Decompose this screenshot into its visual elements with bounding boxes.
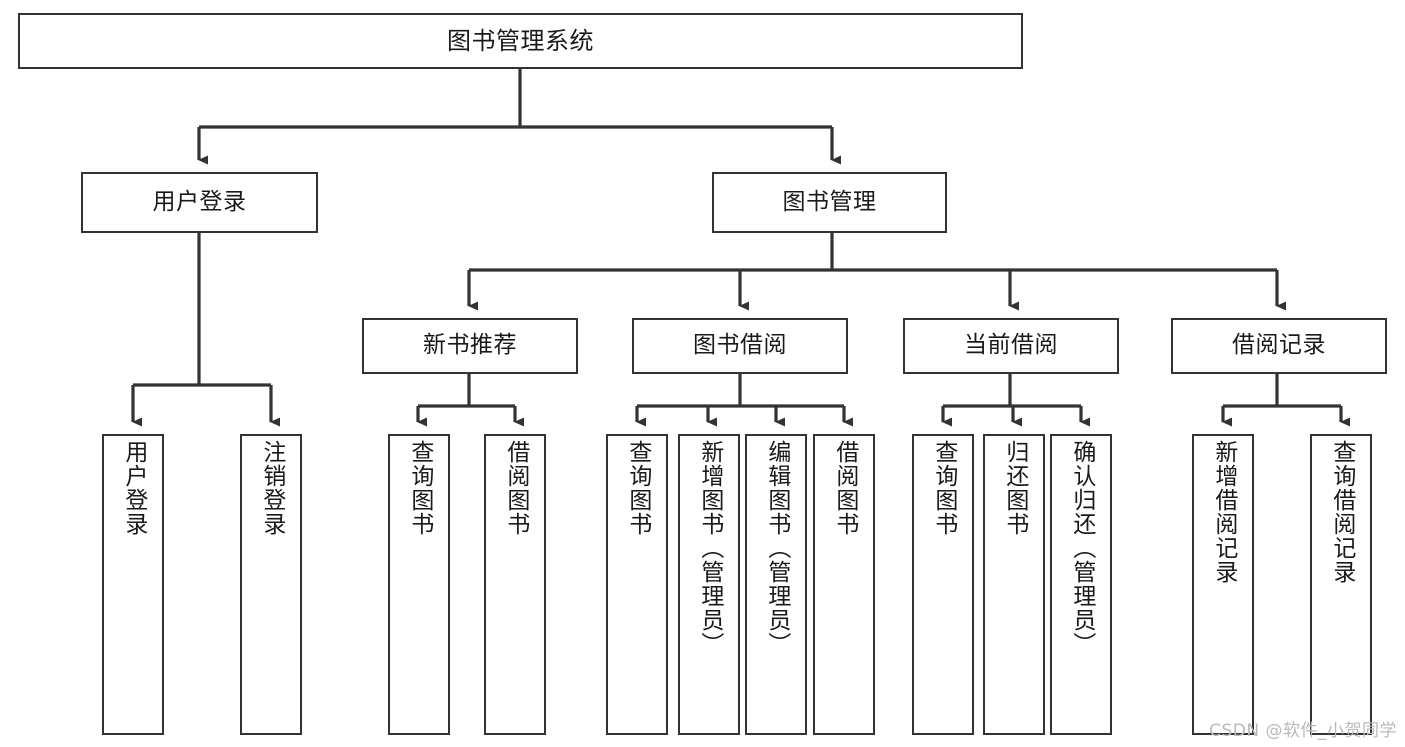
node-new-book-recommend[interactable]: 新书推荐: [362, 318, 578, 374]
node-leaf-borrow-book-2[interactable]: 借阅图书: [813, 434, 875, 735]
node-borrow-record-label: 借阅记录: [1232, 332, 1326, 359]
node-leaf-logout-login-label: 注销登录: [258, 440, 285, 536]
node-leaf-logout-login[interactable]: 注销登录: [240, 434, 302, 735]
node-leaf-borrow-book-1[interactable]: 借阅图书: [484, 434, 546, 735]
node-current-borrow[interactable]: 当前借阅: [903, 318, 1119, 374]
node-leaf-query-book-1[interactable]: 查询图书: [388, 434, 450, 735]
node-current-borrow-label: 当前借阅: [964, 332, 1058, 359]
node-book-manage[interactable]: 图书管理: [712, 172, 947, 233]
node-root[interactable]: 图书管理系统: [18, 13, 1023, 69]
node-leaf-add-borrow-record-label: 新增借阅记录: [1210, 440, 1237, 584]
node-leaf-add-book[interactable]: 新增图书（管理员）: [678, 434, 740, 735]
node-new-book-recommend-label: 新书推荐: [423, 332, 517, 359]
node-leaf-borrow-book-1-label: 借阅图书: [502, 440, 529, 536]
node-leaf-query-book-1-label: 查询图书: [406, 440, 433, 536]
node-root-label: 图书管理系统: [447, 26, 594, 55]
node-book-borrow-label: 图书借阅: [693, 332, 787, 359]
node-leaf-query-book-2[interactable]: 查询图书: [606, 434, 668, 735]
node-leaf-confirm-return-label: 确认归还（管理员）: [1068, 440, 1095, 656]
node-leaf-user-login[interactable]: 用户登录: [102, 434, 164, 735]
node-leaf-edit-book[interactable]: 编辑图书（管理员）: [745, 434, 807, 735]
node-leaf-add-book-label: 新增图书（管理员）: [696, 440, 723, 656]
node-leaf-query-book-2-label: 查询图书: [624, 440, 651, 536]
node-user-login[interactable]: 用户登录: [81, 172, 318, 233]
node-leaf-query-borrow-record-label: 查询借阅记录: [1328, 440, 1355, 584]
node-borrow-record[interactable]: 借阅记录: [1171, 318, 1387, 374]
node-leaf-user-login-label: 用户登录: [120, 440, 147, 536]
node-leaf-confirm-return[interactable]: 确认归还（管理员）: [1050, 434, 1112, 735]
node-leaf-edit-book-label: 编辑图书（管理员）: [763, 440, 790, 656]
node-book-manage-label: 图书管理: [782, 188, 877, 215]
node-leaf-add-borrow-record[interactable]: 新增借阅记录: [1192, 434, 1254, 735]
node-user-login-label: 用户登录: [152, 188, 247, 215]
node-leaf-borrow-book-2-label: 借阅图书: [831, 440, 858, 536]
node-leaf-return-book[interactable]: 归还图书: [983, 434, 1045, 735]
node-leaf-query-borrow-record[interactable]: 查询借阅记录: [1310, 434, 1372, 735]
node-leaf-return-book-label: 归还图书: [1001, 440, 1028, 536]
node-leaf-query-book-3[interactable]: 查询图书: [912, 434, 974, 735]
node-leaf-query-book-3-label: 查询图书: [930, 440, 957, 536]
watermark: CSDN @软件_小贺同学: [1209, 721, 1397, 741]
node-book-borrow[interactable]: 图书借阅: [632, 318, 848, 374]
